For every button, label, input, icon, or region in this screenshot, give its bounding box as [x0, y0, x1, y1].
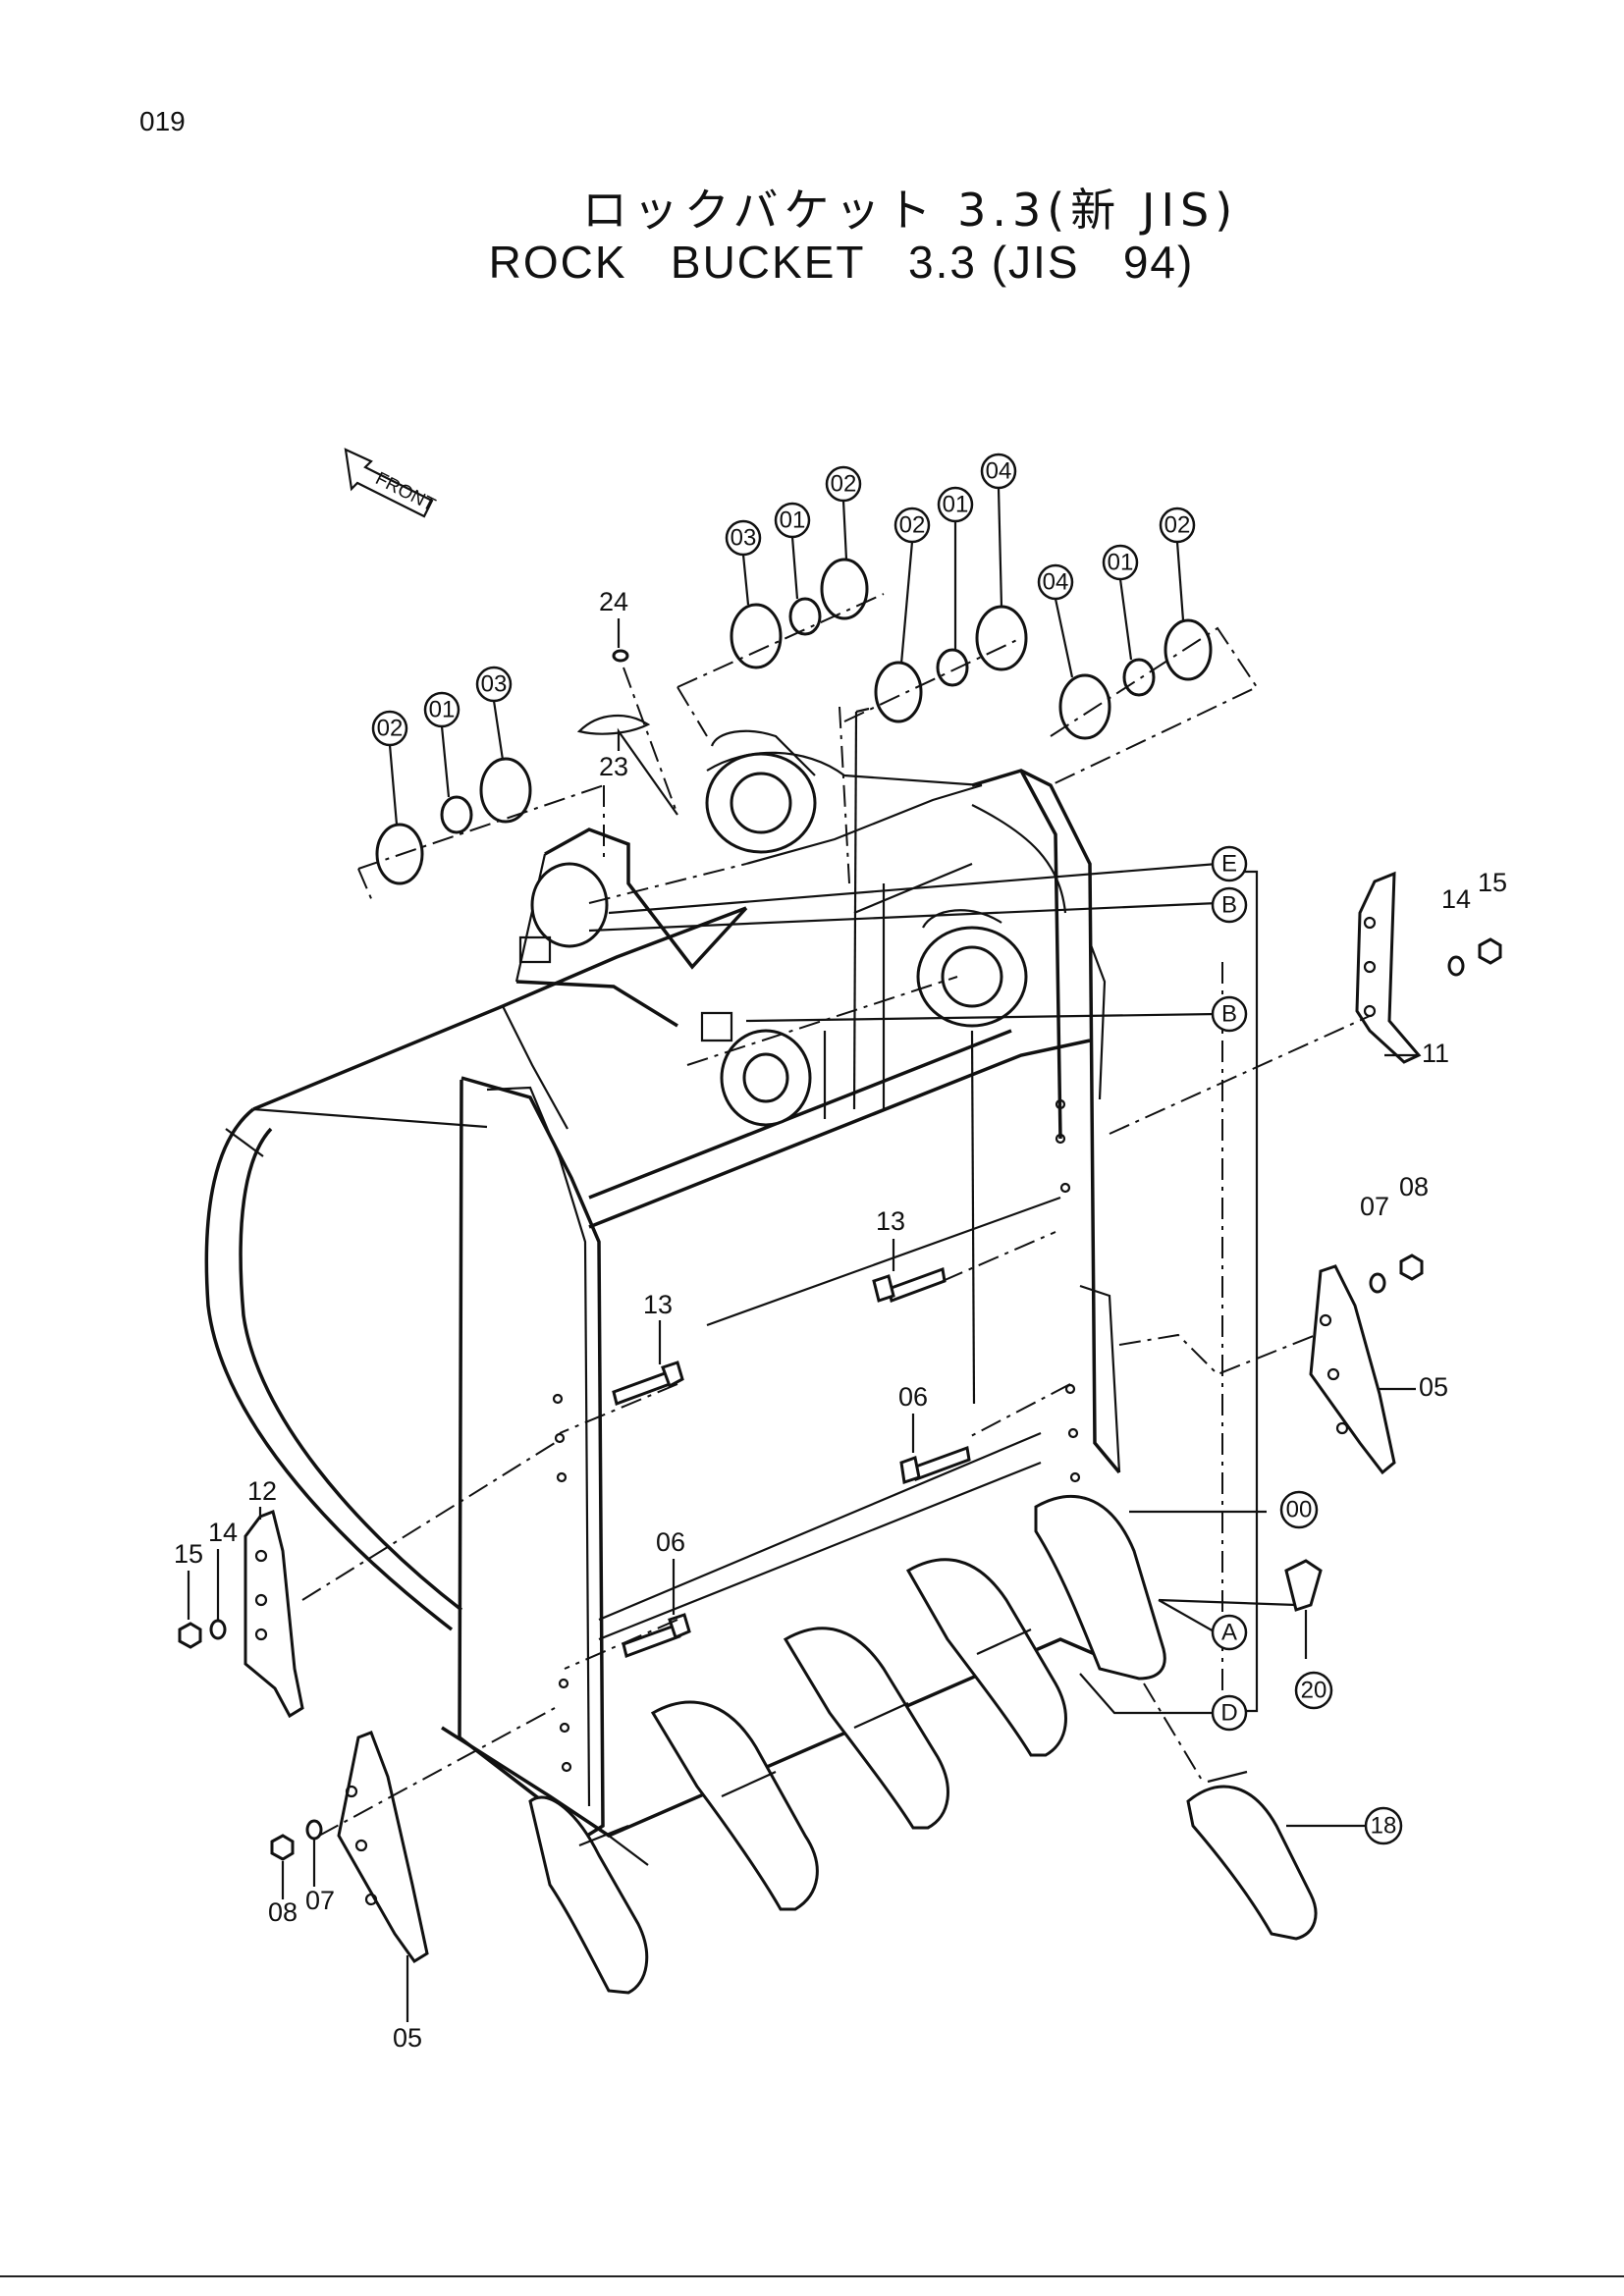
svg-text:02: 02 — [899, 512, 926, 539]
label-15-right: 15 — [1478, 868, 1507, 897]
svg-text:04: 04 — [1043, 569, 1069, 596]
svg-text:18: 18 — [1371, 1813, 1397, 1840]
side-cutter-11 — [1355, 871, 1422, 1064]
bottom-rule — [0, 2275, 1624, 2277]
nuts-washers — [178, 937, 1502, 1861]
page-number: 019 — [139, 106, 186, 136]
title-english: ROCK BUCKET 3.3 (JIS 94) — [488, 237, 1195, 288]
side-cutter-12 — [244, 1509, 304, 1719]
svg-text:01: 01 — [1108, 550, 1134, 576]
label-24: 24 — [599, 587, 628, 616]
label-15-left: 15 — [174, 1539, 203, 1569]
svg-text:A: A — [1221, 1620, 1237, 1646]
callout-00: 00 — [1279, 1490, 1319, 1529]
callout-01-b: 01 — [774, 502, 811, 539]
label-11: 11 — [1422, 1039, 1449, 1068]
label-13-left: 13 — [643, 1290, 673, 1319]
bucket-teeth — [528, 1495, 1323, 1995]
bolt-holes-left — [552, 1393, 572, 1773]
label-06-center: 06 — [898, 1382, 928, 1412]
bolt-13-left — [612, 1361, 684, 1406]
front-label: FRONT — [372, 468, 439, 516]
svg-text:01: 01 — [429, 697, 456, 723]
tooth-corner — [1034, 1495, 1166, 1681]
label-14-left: 14 — [208, 1518, 238, 1547]
svg-text:D: D — [1220, 1700, 1237, 1727]
callout-01-a: 01 — [423, 691, 460, 728]
svg-text:01: 01 — [943, 492, 969, 518]
callout-01-c: 01 — [937, 486, 974, 523]
tooth-1 — [528, 1795, 649, 1995]
callout-B-lower: B — [1211, 995, 1248, 1033]
title-japanese: ロックバケット 3.3(新 JIS) — [581, 184, 1239, 237]
bolt-holes-right — [1055, 1098, 1081, 1483]
svg-text:20: 20 — [1301, 1678, 1327, 1704]
label-13-center: 13 — [876, 1206, 905, 1236]
bucket-body — [204, 707, 1130, 1866]
tooth-2 — [650, 1700, 819, 1911]
label-23: 23 — [599, 752, 628, 781]
tooth-3 — [783, 1627, 949, 1830]
callout-04-b: 04 — [1037, 563, 1074, 601]
bolt-06-left — [622, 1613, 691, 1658]
label-05-left: 05 — [393, 2023, 422, 2053]
callout-03-b: 03 — [725, 519, 762, 557]
svg-text:02: 02 — [1164, 512, 1191, 539]
label-05-right: 05 — [1419, 1372, 1448, 1402]
label-07-right: 07 — [1360, 1192, 1389, 1221]
bolt-13-center — [872, 1266, 947, 1303]
callout-02-d: 02 — [1159, 507, 1196, 544]
label-08-right: 08 — [1399, 1172, 1429, 1201]
svg-text:02: 02 — [831, 471, 857, 498]
callout-02-b: 02 — [825, 465, 862, 503]
tooth-4 — [905, 1558, 1067, 1757]
center-lines — [301, 593, 1371, 1837]
svg-text:02: 02 — [377, 716, 404, 742]
callout-03-a: 03 — [475, 666, 513, 703]
callout-18: 18 — [1364, 1806, 1403, 1845]
callout-01-d: 01 — [1102, 544, 1139, 581]
bolt-06-center — [899, 1445, 971, 1484]
callout-04-a: 04 — [980, 453, 1017, 490]
svg-text:B: B — [1221, 892, 1237, 919]
callout-20: 20 — [1294, 1671, 1333, 1710]
callout-D: D — [1211, 1694, 1248, 1732]
svg-text:B: B — [1221, 1001, 1237, 1028]
label-06-left: 06 — [656, 1527, 685, 1557]
svg-text:00: 00 — [1286, 1497, 1313, 1523]
callout-02-a: 02 — [371, 710, 408, 747]
label-07-left: 07 — [305, 1886, 335, 1915]
side-cutter-05-left — [337, 1731, 429, 1964]
label-12: 12 — [247, 1476, 277, 1506]
callout-02-c: 02 — [893, 507, 931, 544]
callout-B-upper: B — [1211, 886, 1248, 924]
front-arrow-icon: FRONT — [344, 448, 439, 518]
pin-20 — [1284, 1559, 1323, 1612]
svg-text:04: 04 — [986, 458, 1012, 485]
callout-E: E — [1211, 845, 1248, 882]
svg-text:03: 03 — [731, 525, 757, 552]
svg-text:01: 01 — [780, 507, 806, 534]
reference-leaders — [588, 862, 1370, 1828]
svg-text:E: E — [1221, 851, 1237, 878]
label-14-right: 14 — [1441, 884, 1471, 914]
callout-A: A — [1211, 1614, 1248, 1651]
side-cutter-05-right — [1309, 1264, 1396, 1475]
label-08-left: 08 — [268, 1897, 298, 1927]
tooth-spare — [1186, 1770, 1318, 1941]
svg-text:03: 03 — [481, 671, 508, 698]
